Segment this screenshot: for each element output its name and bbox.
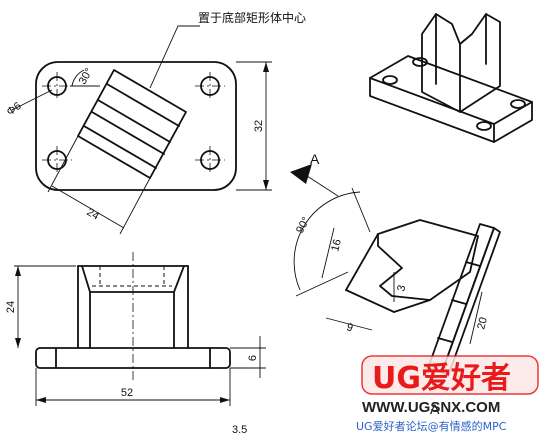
hole-diameter-dim: Φ6: [5, 100, 24, 118]
v-depth-dim: 16: [329, 238, 344, 253]
watermark-footer: UG爱好者论坛@有情感的MPC: [356, 419, 507, 433]
isometric-view: [369, 13, 533, 143]
view-arrow-label: A: [310, 151, 320, 167]
base-plate-outline: [35, 61, 237, 191]
auxiliary-view: A 90° 16 3 9 20 A: [290, 151, 501, 417]
plate-height-dim: 32: [253, 120, 265, 132]
bottom-cut-dim: 3.5: [232, 424, 247, 435]
tilt-angle-dim: 30°: [77, 66, 96, 86]
center-note: 置于底部矩形体中心: [198, 10, 306, 25]
base-thickness-dim: 6: [247, 355, 259, 361]
annotation-leader: [149, 25, 200, 89]
total-length-dim: 52: [121, 387, 133, 399]
v-bottom-dim: 3: [395, 284, 408, 293]
watermark: UG爱好者 WWW.UGSNX.COM UG爱好者论坛@有情感的MPC: [356, 355, 539, 433]
front-view: 24 6 52 3.5: [5, 252, 266, 435]
side-length-dim: 20: [475, 316, 490, 331]
section-label: A: [430, 401, 440, 417]
view-arrow: [290, 164, 312, 184]
v-block: [377, 219, 479, 301]
front-height-dim: 24: [5, 301, 17, 313]
watermark-url: WWW.UGSNX.COM: [362, 399, 500, 416]
watermark-title: UG爱好者: [372, 361, 511, 396]
top-view: 置于底部矩形体中心 Φ6 30° 32 24: [5, 10, 306, 235]
v-offset-dim: 9: [345, 321, 354, 334]
block-width-dim: 24: [85, 206, 102, 223]
